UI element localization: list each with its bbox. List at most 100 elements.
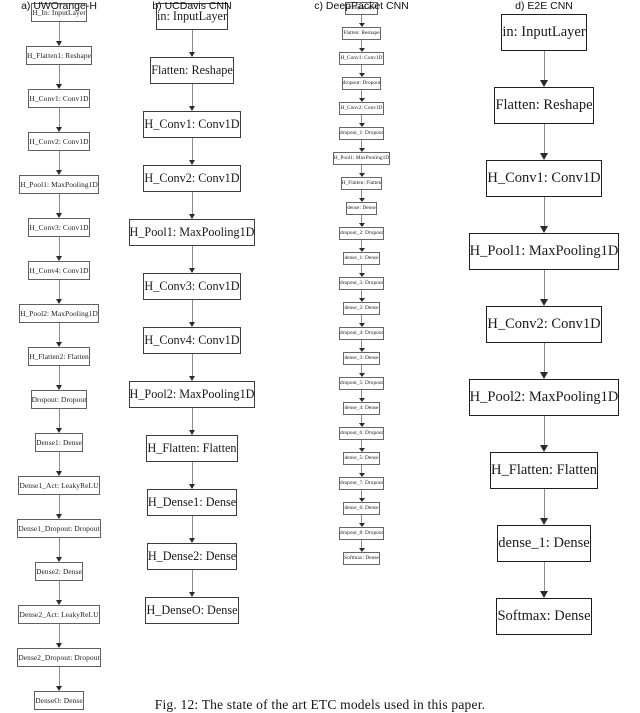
- graph-node: in: InputLayer: [155, 3, 229, 30]
- arrow-head-icon: [55, 41, 62, 46]
- graph-node: H_Conv1: Conv1D: [339, 52, 384, 65]
- arrow-head-icon: [358, 123, 365, 127]
- graph-node: dropout_8: Dropout: [338, 527, 385, 540]
- flow-arrow: [55, 323, 64, 347]
- arrow-head-icon: [358, 23, 365, 27]
- graph-node: dense_3: Dense: [343, 352, 380, 365]
- arrow-head-icon: [539, 591, 548, 598]
- arrow-head-icon: [358, 348, 365, 352]
- arrow-shaft: [361, 490, 362, 499]
- arrow-shaft: [361, 215, 362, 224]
- graph-node: H_Pool2: MaxPooling1D: [128, 381, 256, 408]
- arrow-shaft: [361, 390, 362, 399]
- graph-node: H_Flatten1: Reshape: [25, 46, 93, 65]
- flow-arrow: [188, 516, 197, 543]
- graph-node: Softmax: Dense: [496, 598, 592, 635]
- flow-arrow: [188, 462, 197, 489]
- arrow-shaft: [361, 290, 362, 299]
- flow-arrow: [358, 415, 365, 427]
- arrow-head-icon: [358, 473, 365, 477]
- arrow-head-icon: [539, 80, 548, 87]
- graph-node: DenseO: Dense: [34, 691, 84, 710]
- flow-arrow: [539, 416, 550, 452]
- flow-arrow: [358, 315, 365, 327]
- flow-arrow: [358, 290, 365, 302]
- graph-node: H_Pool2: MaxPooling1D: [468, 379, 620, 416]
- flow-arrow: [358, 240, 365, 252]
- arrow-shaft: [58, 667, 60, 687]
- arrow-head-icon: [55, 514, 62, 519]
- graph-node: in: InputLayer: [501, 14, 587, 51]
- arrow-head-icon: [188, 376, 195, 381]
- flow-arrow: [188, 30, 197, 57]
- arrow-head-icon: [188, 484, 195, 489]
- arrow-shaft: [361, 240, 362, 249]
- flow-arrow: [358, 40, 365, 52]
- arrow-head-icon: [358, 523, 365, 527]
- arrow-shaft: [191, 30, 193, 53]
- arrow-shaft: [543, 343, 545, 373]
- flow-arrow: [55, 65, 64, 89]
- arrow-head-icon: [539, 518, 548, 525]
- arrow-head-icon: [358, 298, 365, 302]
- arrow-shaft: [361, 315, 362, 324]
- flow-arrow: [55, 581, 64, 605]
- arrow-head-icon: [55, 342, 62, 347]
- graph-node: H_Conv4: Conv1D: [143, 327, 241, 354]
- arrow-shaft: [361, 540, 362, 549]
- graph-node: H_Flatten: Flatten: [490, 452, 598, 489]
- arrow-head-icon: [539, 153, 548, 160]
- arrow-head-icon: [358, 323, 365, 327]
- arrow-shaft: [58, 151, 60, 171]
- arrow-shaft: [543, 51, 545, 81]
- flow-arrow: [539, 489, 550, 525]
- graph-node: Dense1_Dropout: Dropout: [17, 519, 101, 538]
- graph-node: dense_5: Dense: [343, 452, 380, 465]
- arrow-head-icon: [188, 322, 195, 327]
- arrow-shaft: [58, 65, 60, 85]
- arrow-head-icon: [539, 445, 548, 452]
- arrow-head-icon: [188, 538, 195, 543]
- graph-node: dropout_4: Dropout: [338, 327, 385, 340]
- arrow-shaft: [191, 408, 193, 431]
- arrow-head-icon: [358, 423, 365, 427]
- arrow-head-icon: [55, 84, 62, 89]
- flow-arrow: [55, 237, 64, 261]
- graph-node: Flatten: Reshape: [342, 27, 381, 40]
- graph-node: Dropout: Dropout: [30, 390, 88, 409]
- arrow-head-icon: [55, 127, 62, 132]
- flow-arrow: [358, 90, 365, 102]
- flow-arrow: [539, 343, 550, 379]
- graph-node: dropout_1: Dropout: [338, 127, 385, 140]
- arrow-shaft: [361, 265, 362, 274]
- arrow-head-icon: [358, 248, 365, 252]
- flow-arrow: [55, 452, 64, 476]
- graph-node: dense_4: Dense: [343, 402, 380, 415]
- flow-arrow: [358, 465, 365, 477]
- arrow-shaft: [543, 124, 545, 154]
- arrow-head-icon: [55, 600, 62, 605]
- flow-arrow: [358, 340, 365, 352]
- arrow-head-icon: [539, 372, 548, 379]
- arrow-shaft: [58, 495, 60, 515]
- graph-node: H_Conv1: Conv1D: [143, 111, 241, 138]
- arrow-shaft: [361, 90, 362, 99]
- arrow-shaft: [58, 452, 60, 472]
- flow-arrow: [55, 409, 64, 433]
- flow-arrow: [358, 390, 365, 402]
- arrow-head-icon: [188, 268, 195, 273]
- arrow-shaft: [361, 165, 362, 174]
- arrow-head-icon: [55, 385, 62, 390]
- graph-node: dense_1: Dense: [497, 525, 591, 562]
- flow-arrow: [188, 138, 197, 165]
- graph-node: H_Conv2: Conv1D: [339, 102, 384, 115]
- arrow-shaft: [58, 22, 60, 42]
- flow-arrow: [188, 84, 197, 111]
- flow-arrow: [55, 280, 64, 304]
- graph-node: dropout_7: Dropout: [338, 477, 385, 490]
- graph-node: dropout_6: Dropout: [338, 427, 385, 440]
- subcaption-deeppacket-cnn: c) DeepPacket CNN: [314, 0, 409, 12]
- arrow-shaft: [361, 465, 362, 474]
